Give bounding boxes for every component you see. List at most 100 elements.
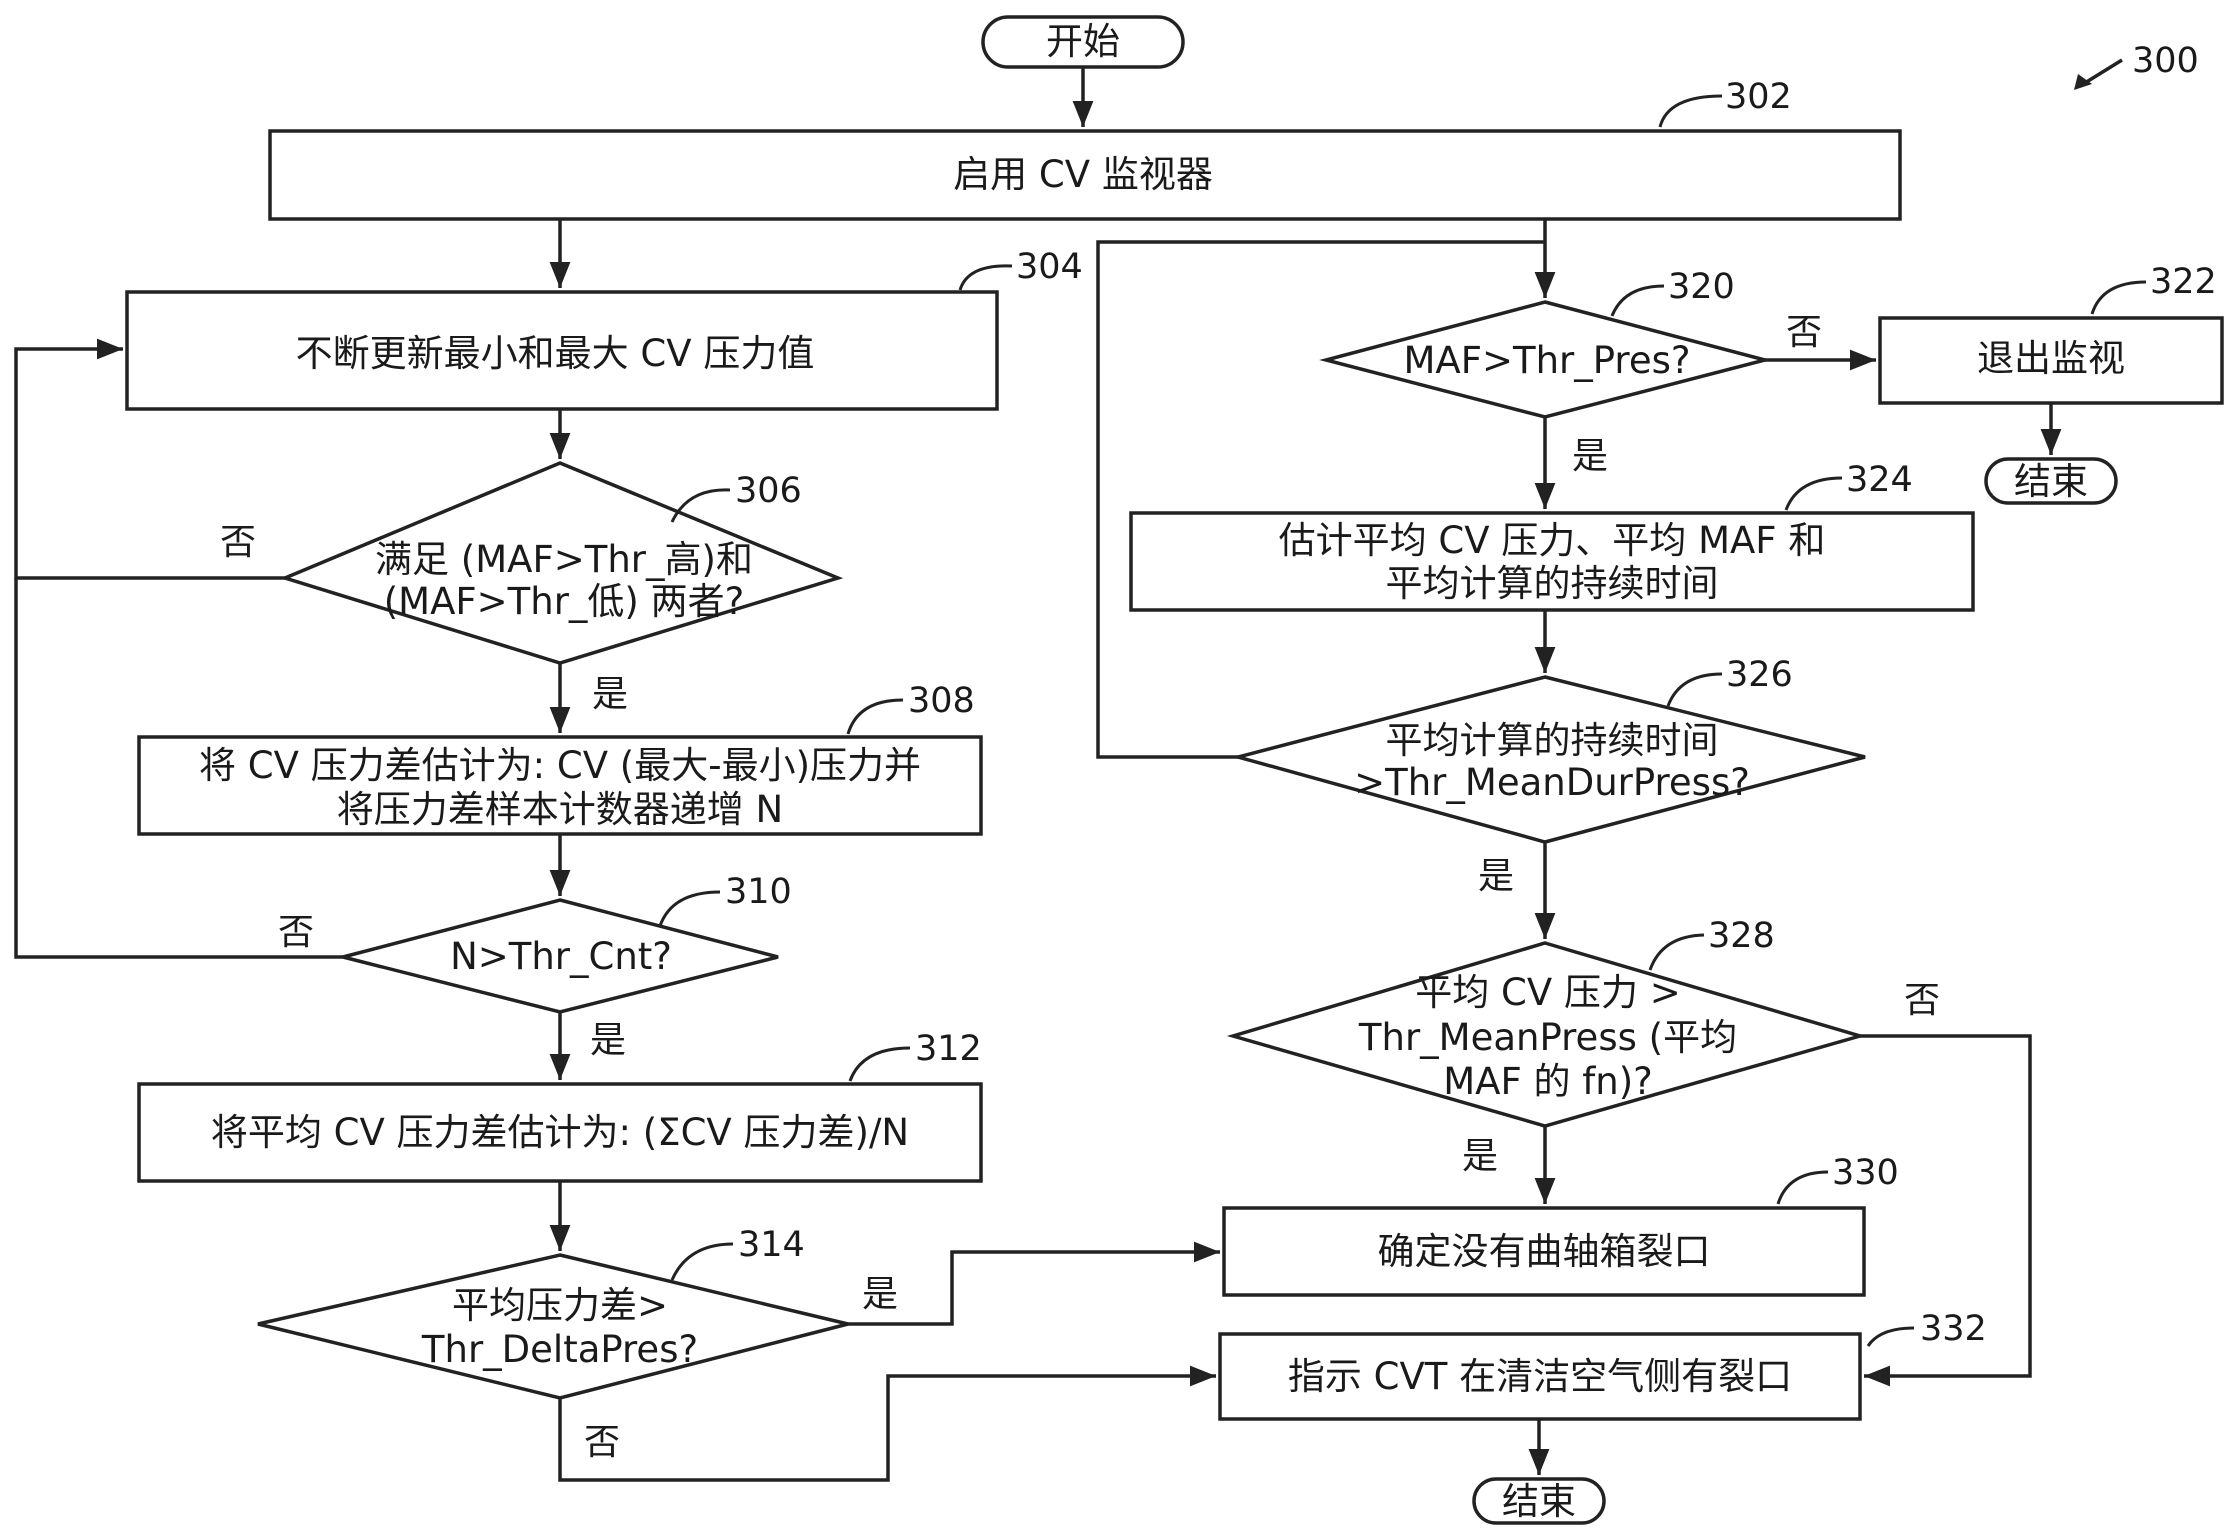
decision-328: 平均 CV 压力 > Thr_MeanPress (平均 MAF 的 fn)? … xyxy=(1226,916,1867,1128)
edge-314-yes-to-330 xyxy=(848,1241,1220,1326)
ref-328: 328 xyxy=(1708,916,1775,956)
label-306-no: 否 xyxy=(220,522,256,563)
decision-314: 平均压力差> Thr_DeltaPres? 314 xyxy=(257,1225,849,1400)
ref-320-leader xyxy=(1610,284,1665,317)
process-312-label: 将平均 CV 压力差估计为: (ΣCV 压力差)/N xyxy=(211,1111,909,1154)
ref-324: 324 xyxy=(1846,460,1913,500)
process-324-box xyxy=(1129,511,1975,612)
process-308-line2: 将压力差样本计数器递增 N xyxy=(337,788,783,831)
ref-304-leader xyxy=(958,264,1013,291)
ref-332: 332 xyxy=(1920,1309,1987,1349)
figure-number-text: 300 xyxy=(2132,41,2199,81)
edge-306-no-loop xyxy=(14,338,285,580)
connectors xyxy=(14,67,2062,1482)
process-304: 不断更新最小和最大 CV 压力值 304 xyxy=(125,247,1083,411)
decision-306: 满足 (MAF>Thr_高)和 (MAF>Thr_低) 两者? 306 xyxy=(279,461,844,665)
edge-328-no-to-332 xyxy=(1860,1034,2032,1387)
figure-number-300: 300 xyxy=(2074,41,2199,90)
ref-330: 330 xyxy=(1832,1153,1899,1193)
process-330-box xyxy=(1222,1206,1866,1297)
start-terminal: 开始 xyxy=(981,15,1185,69)
ref-302: 302 xyxy=(1725,77,1792,117)
end-terminal-2-shape xyxy=(1472,1477,1606,1525)
process-322: 退出监视 322 xyxy=(1878,262,2224,405)
process-312-box xyxy=(137,1082,983,1183)
label-320-no: 否 xyxy=(1786,312,1822,353)
process-324-line2: 平均计算的持续时间 xyxy=(1386,562,1719,605)
ref-314-leader xyxy=(670,1242,734,1281)
ref-306-leader xyxy=(670,488,731,523)
process-324-line1: 估计平均 CV 压力、平均 MAF 和 xyxy=(1279,519,1826,562)
process-330-label: 确定没有曲轴箱裂口 xyxy=(1378,1230,1711,1273)
label-320-yes: 是 xyxy=(1572,436,1608,477)
process-302-box xyxy=(268,129,1902,221)
process-332-label: 指示 CVT 在清洁空气侧有裂口 xyxy=(1288,1355,1792,1398)
decision-320-label: MAF>Thr_Pres? xyxy=(1403,339,1690,382)
ref-326-leader xyxy=(1666,672,1723,707)
ref-312: 312 xyxy=(915,1029,982,1069)
ref-324-leader xyxy=(1784,476,1843,511)
process-332: 指示 CVT 在清洁空气侧有裂口 332 xyxy=(1218,1309,1987,1421)
ref-308: 308 xyxy=(908,681,975,721)
label-326-yes: 是 xyxy=(1478,856,1514,897)
end-terminal-2: 结束 xyxy=(1472,1477,1606,1525)
label-328-no: 否 xyxy=(1904,980,1940,1021)
decision-326-line1: 平均计算的持续时间 xyxy=(1386,719,1719,762)
decision-328-line1: 平均 CV 压力 > xyxy=(1415,971,1680,1014)
label-328-yes: 是 xyxy=(1462,1136,1498,1177)
decision-310: N>Thr_Cnt? 310 xyxy=(342,872,792,1014)
ref-322: 322 xyxy=(2150,262,2217,302)
decision-314-line1: 平均压力差> xyxy=(452,1284,668,1327)
ref-322-leader xyxy=(2090,280,2147,315)
decision-306-line1: 满足 (MAF>Thr_高)和 xyxy=(375,538,753,581)
end-terminal-1: 结束 xyxy=(1984,457,2118,505)
process-322-label: 退出监视 xyxy=(1977,337,2125,380)
label-310-yes: 是 xyxy=(590,1020,626,1061)
ref-320: 320 xyxy=(1668,267,1735,307)
process-302-label: 启用 CV 监视器 xyxy=(953,153,1213,196)
process-330: 确定没有曲轴箱裂口 330 xyxy=(1222,1153,1899,1297)
ref-306: 306 xyxy=(735,471,802,511)
decision-326-line2: >Thr_MeanDurPress? xyxy=(1354,761,1750,804)
ref-330-leader xyxy=(1776,1170,1829,1205)
process-332-box xyxy=(1218,1332,1862,1421)
edge-labels: 否 是 否 是 是 否 否 是 是 否 是 xyxy=(220,312,1940,1463)
ref-302-leader xyxy=(1658,94,1723,128)
decision-310-label: N>Thr_Cnt? xyxy=(450,935,672,978)
decision-314-line2: Thr_DeltaPres? xyxy=(421,1328,698,1371)
end-terminal-1-shape xyxy=(1984,457,2118,505)
process-308-line1: 将 CV 压力差估计为: CV (最大-最小)压力并 xyxy=(199,744,921,787)
figure-number-arrowhead xyxy=(2074,74,2092,90)
label-310-no: 否 xyxy=(278,912,314,953)
process-302: 启用 CV 监视器 302 xyxy=(268,77,1902,221)
process-304-box xyxy=(125,290,999,411)
process-324: 估计平均 CV 压力、平均 MAF 和 平均计算的持续时间 324 xyxy=(1129,460,1975,612)
ref-308-leader xyxy=(846,698,904,735)
ref-304: 304 xyxy=(1016,247,1083,287)
ref-326: 326 xyxy=(1726,655,1793,695)
process-312: 将平均 CV 压力差估计为: (ΣCV 压力差)/N 312 xyxy=(137,1029,983,1183)
process-308: 将 CV 压力差估计为: CV (最大-最小)压力并 将压力差样本计数器递增 N… xyxy=(137,681,983,836)
end-terminal-1-label: 结束 xyxy=(2014,460,2088,503)
label-314-yes: 是 xyxy=(862,1274,898,1315)
process-304-label: 不断更新最小和最大 CV 压力值 xyxy=(296,332,815,375)
edge-310-no-loop xyxy=(14,578,343,959)
decision-328-line3: MAF 的 fn)? xyxy=(1443,1060,1653,1103)
edge-314-no-to-332 xyxy=(558,1365,1216,1482)
start-terminal-label: 开始 xyxy=(1046,20,1120,63)
ref-312-leader xyxy=(848,1046,911,1082)
process-308-box xyxy=(137,735,983,836)
decision-306-line2: (MAF>Thr_低) 两者? xyxy=(384,580,745,623)
ref-310-leader xyxy=(658,890,721,927)
edge-326-no-loop xyxy=(1096,240,1545,759)
ref-328-leader xyxy=(1648,933,1705,971)
ref-314: 314 xyxy=(738,1225,805,1265)
decision-328-line2: Thr_MeanPress (平均 xyxy=(1358,1016,1737,1059)
decision-326: 平均计算的持续时间 >Thr_MeanDurPress? 326 xyxy=(1231,655,1866,844)
ref-310: 310 xyxy=(725,872,792,912)
label-314-no: 否 xyxy=(584,1422,620,1463)
label-306-yes: 是 xyxy=(592,674,628,715)
ref-332-leader xyxy=(1866,1326,1915,1347)
end-terminal-2-label: 结束 xyxy=(1502,1480,1576,1523)
